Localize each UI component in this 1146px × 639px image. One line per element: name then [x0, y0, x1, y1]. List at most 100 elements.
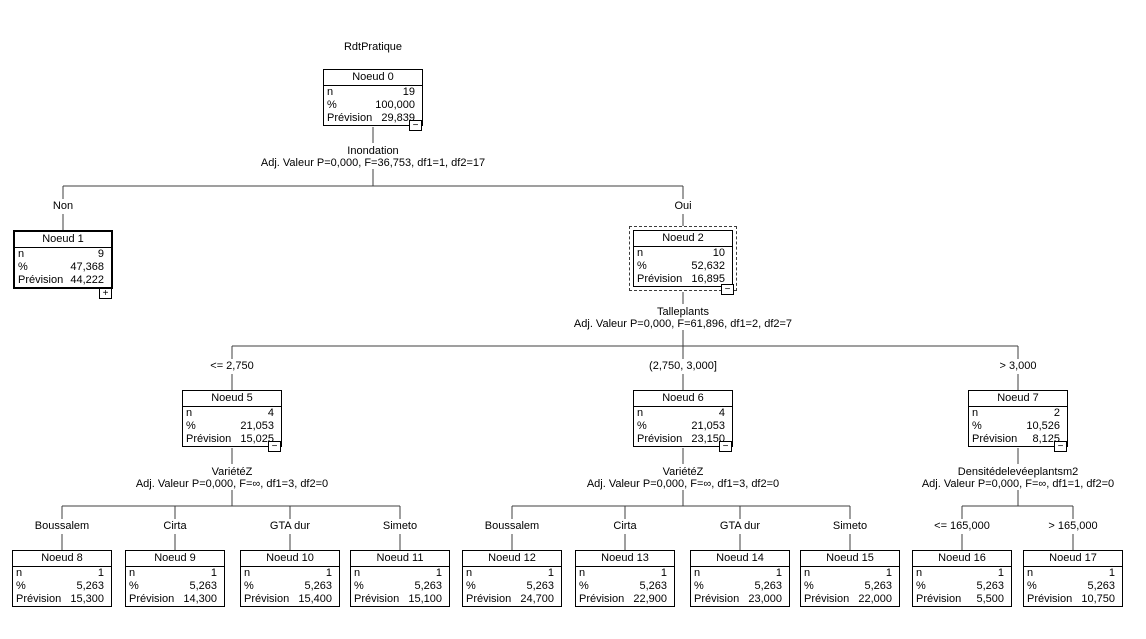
stat-value-n: 1	[325, 567, 332, 579]
node-stat-row-prediction: Prévision 14,300	[126, 593, 224, 606]
node-stat-row-percent: % 52,632	[634, 260, 732, 273]
node-stat-row-prediction: Prévision 10,750	[1024, 593, 1122, 606]
tree-node-noeud-5[interactable]: Noeud 5 n 4 % 21,053 Prévision 15,025 −	[182, 390, 282, 452]
stat-value-prediction: 15,300	[70, 593, 104, 605]
stat-label-prediction: Prévision	[129, 593, 175, 605]
node-stat-row-percent: % 5,263	[463, 580, 561, 593]
split-variable-label: Densitédelevéeplantsm2	[957, 466, 1079, 478]
node-stat-row-percent: % 5,263	[351, 580, 449, 593]
stat-value-percent: 52,632	[691, 260, 725, 272]
stat-value-prediction: 29,839	[381, 112, 415, 124]
node-stat-row-n: n 4	[634, 407, 732, 420]
node-stat-row-percent: % 100,000	[324, 99, 422, 112]
stat-value-prediction: 15,100	[408, 593, 442, 605]
stat-label-percent: %	[186, 420, 196, 432]
tree-node-noeud-16[interactable]: Noeud 16 n 1 % 5,263 Prévision 5,500	[912, 550, 1012, 607]
stat-label-percent: %	[579, 580, 589, 592]
tree-node-noeud-8[interactable]: Noeud 8 n 1 % 5,263 Prévision 15,300	[12, 550, 112, 607]
stat-label-prediction: Prévision	[1027, 593, 1073, 605]
node-stat-row-percent: % 5,263	[913, 580, 1011, 593]
stat-label-n: n	[916, 567, 923, 579]
stat-value-percent: 5,263	[864, 580, 892, 592]
node-stat-row-prediction: Prévision 15,025	[183, 433, 281, 446]
node-stat-row-percent: % 47,368	[15, 261, 111, 274]
collapse-button[interactable]: −	[721, 284, 734, 295]
stat-value-prediction: 5,500	[976, 593, 1004, 605]
node-title: Noeud 11	[351, 551, 449, 567]
node-stat-row-n: n 1	[351, 567, 449, 580]
stat-label-n: n	[327, 86, 334, 98]
stat-label-percent: %	[354, 580, 364, 592]
node-title: Noeud 13	[576, 551, 674, 567]
split-variable-label: VariétéZ	[211, 466, 253, 478]
collapse-button[interactable]: −	[1054, 441, 1067, 452]
node-stat-row-prediction: Prévision 22,000	[801, 593, 899, 606]
stat-value-prediction: 23,150	[691, 433, 725, 445]
tree-node-noeud-14[interactable]: Noeud 14 n 1 % 5,263 Prévision 23,000	[690, 550, 790, 607]
tree-node-noeud-2[interactable]: Noeud 2 n 10 % 52,632 Prévision 16,895 −	[629, 226, 737, 295]
stat-label-prediction: Prévision	[804, 593, 850, 605]
node-stat-row-prediction: Prévision 15,300	[13, 593, 111, 606]
node-stat-row-percent: % 5,263	[576, 580, 674, 593]
collapse-button[interactable]: −	[719, 441, 732, 452]
stat-value-n: 1	[210, 567, 217, 579]
tree-node-noeud-17[interactable]: Noeud 17 n 1 % 5,263 Prévision 10,750	[1023, 550, 1123, 607]
split-variable-label: VariétéZ	[662, 466, 704, 478]
stat-value-prediction: 24,700	[520, 593, 554, 605]
branch-value-label: Oui	[674, 200, 692, 212]
stat-value-n: 1	[997, 567, 1004, 579]
branch-value-label: Simeto	[832, 520, 868, 532]
tree-node-noeud-1[interactable]: Noeud 1 n 9 % 47,368 Prévision 44,222 +	[13, 230, 113, 299]
stat-value-prediction: 15,025	[240, 433, 274, 445]
stat-label-percent: %	[1027, 580, 1037, 592]
node-stat-row-percent: % 21,053	[634, 420, 732, 433]
dependent-variable-title: RdtPratique	[343, 41, 403, 53]
tree-node-noeud-6[interactable]: Noeud 6 n 4 % 21,053 Prévision 23,150 −	[633, 390, 733, 452]
stat-label-prediction: Prévision	[466, 593, 512, 605]
stat-label-percent: %	[694, 580, 704, 592]
stat-value-percent: 5,263	[189, 580, 217, 592]
tree-node-noeud-9[interactable]: Noeud 9 n 1 % 5,263 Prévision 14,300	[125, 550, 225, 607]
stat-label-n: n	[637, 407, 644, 419]
split-stats-label: Adj. Valeur P=0,000, F=∞, df1=3, df2=0	[135, 478, 329, 490]
split-variable-label: Talleplants	[657, 306, 709, 318]
branch-value-label: Simeto	[382, 520, 418, 532]
collapse-button[interactable]: −	[268, 441, 281, 452]
stat-label-n: n	[804, 567, 811, 579]
tree-node-noeud-15[interactable]: Noeud 15 n 1 % 5,263 Prévision 22,000	[800, 550, 900, 607]
branch-value-label: GTA dur	[269, 520, 311, 532]
node-stat-row-n: n 1	[241, 567, 339, 580]
stat-label-percent: %	[244, 580, 254, 592]
node-title: Noeud 14	[691, 551, 789, 567]
stat-value-percent: 100,000	[375, 99, 415, 111]
stat-value-prediction: 44,222	[70, 274, 104, 286]
stat-value-prediction: 23,000	[748, 593, 782, 605]
node-stat-row-prediction: Prévision 15,400	[241, 593, 339, 606]
split-variable-label: Inondation	[347, 145, 399, 157]
tree-node-noeud-13[interactable]: Noeud 13 n 1 % 5,263 Prévision 22,900	[575, 550, 675, 607]
node-stat-row-percent: % 10,526	[969, 420, 1067, 433]
node-title: Noeud 8	[13, 551, 111, 567]
stat-value-prediction: 14,300	[183, 593, 217, 605]
node-stat-row-n: n 2	[969, 407, 1067, 420]
tree-node-noeud-7[interactable]: Noeud 7 n 2 % 10,526 Prévision 8,125 −	[968, 390, 1068, 452]
node-stat-row-percent: % 5,263	[126, 580, 224, 593]
node-stat-row-n: n 9	[15, 248, 111, 261]
tree-node-noeud-12[interactable]: Noeud 12 n 1 % 5,263 Prévision 24,700	[462, 550, 562, 607]
node-stat-row-percent: % 5,263	[1024, 580, 1122, 593]
stat-value-n: 1	[660, 567, 667, 579]
stat-label-prediction: Prévision	[18, 274, 64, 286]
stat-label-n: n	[18, 248, 25, 260]
branch-value-label: Boussalem	[34, 520, 90, 532]
tree-node-noeud-10[interactable]: Noeud 10 n 1 % 5,263 Prévision 15,400	[240, 550, 340, 607]
node-title: Noeud 2	[634, 231, 732, 247]
stat-value-n: 1	[885, 567, 892, 579]
branch-value-label: <= 165,000	[934, 520, 990, 532]
node-stat-row-prediction: Prévision 8,125	[969, 433, 1067, 446]
expand-button[interactable]: +	[99, 288, 112, 299]
tree-node-noeud-0[interactable]: Noeud 0 n 19 % 100,000 Prévision 29,839 …	[323, 69, 423, 131]
tree-node-noeud-11[interactable]: Noeud 11 n 1 % 5,263 Prévision 15,100	[350, 550, 450, 607]
collapse-button[interactable]: −	[409, 120, 422, 131]
stat-label-percent: %	[972, 420, 982, 432]
